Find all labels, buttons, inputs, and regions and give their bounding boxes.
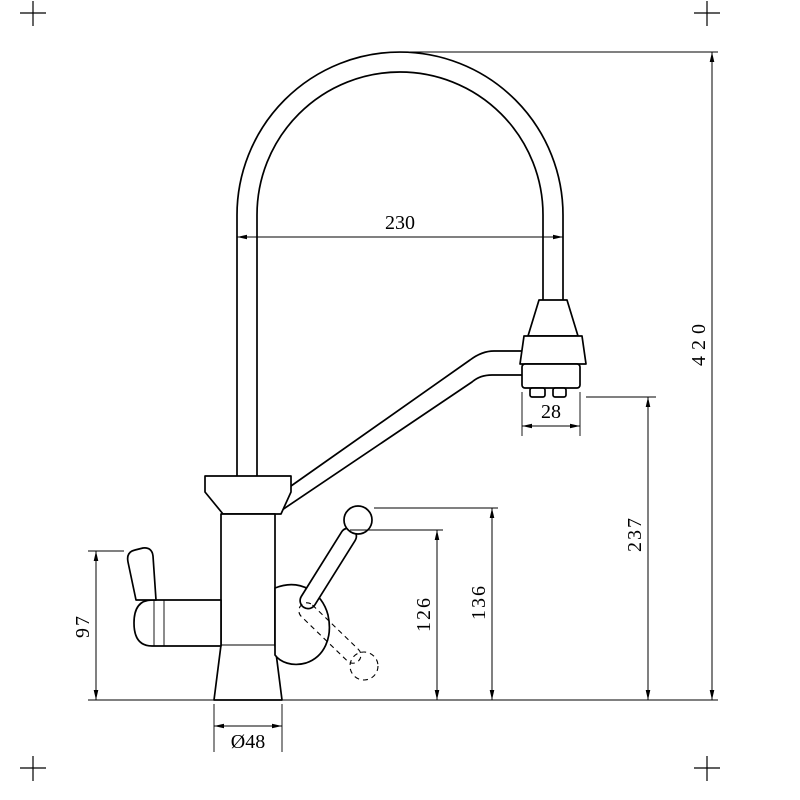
spray-outlet-left (529, 387, 546, 398)
spray-head-socket (519, 335, 587, 365)
body-top-cap (204, 475, 292, 515)
dim-label-spray-height: 237 (624, 516, 646, 552)
dim-label-height: 420 (688, 318, 710, 366)
corner-mark-bottom-left (20, 756, 46, 781)
corner-mark-bottom-right (694, 756, 720, 781)
spray-outlet-right (552, 387, 567, 398)
filter-handle-lever (126, 547, 157, 601)
dim-label-side-handle: 97 (72, 614, 94, 638)
mixer-lever-knob-phantom (349, 651, 379, 681)
gooseneck-inner-line (256, 71, 544, 477)
dim-label-handle-upper: 136 (468, 584, 490, 620)
dim-label-base-dia: Ø48 (231, 731, 265, 753)
gooseneck-outer-line (236, 51, 564, 477)
mixer-lever (299, 527, 358, 610)
faucet-outline (126, 51, 587, 701)
corner-marks (20, 1, 720, 781)
dim-label-reach: 230 (385, 212, 415, 234)
dim-label-nozzle: 28 (541, 401, 561, 423)
mixer-lever-phantom (298, 602, 362, 664)
spray-nozzle (521, 363, 581, 389)
corner-mark-top-right (694, 1, 720, 26)
filter-hub-detail-lines (153, 600, 165, 646)
support-arm (281, 350, 525, 511)
mixer-lever-knob (343, 505, 373, 535)
dim-label-handle-lower: 126 (413, 596, 435, 632)
spray-head-grip (527, 299, 579, 337)
body-column-and-base (213, 513, 283, 701)
corner-mark-top-left (20, 1, 46, 26)
dimensions: 230 420 28 237 136 126 97 Ø48 (72, 51, 718, 753)
filter-handle-hub (133, 599, 222, 647)
